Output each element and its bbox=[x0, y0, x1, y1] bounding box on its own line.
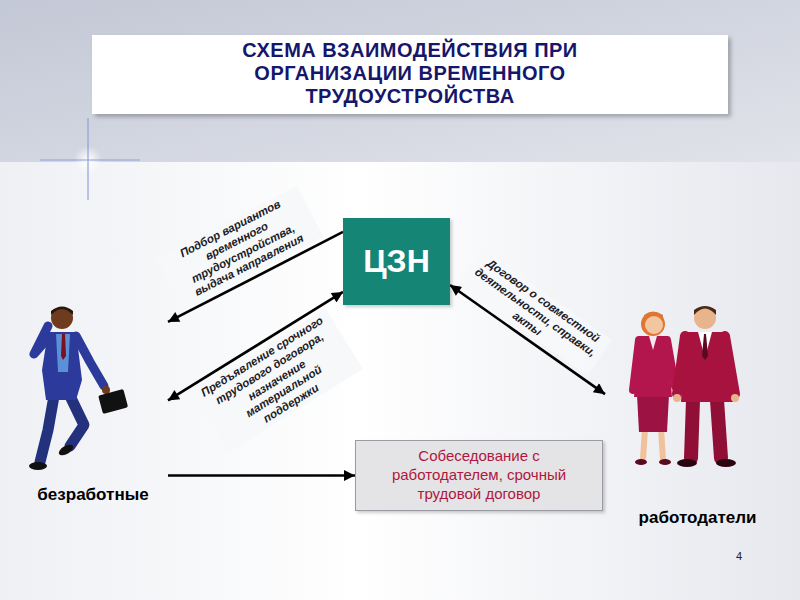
page-number: 4 bbox=[736, 550, 742, 562]
lower-ground bbox=[0, 162, 800, 600]
connector-arrow bbox=[450, 285, 605, 394]
node-text: безработные bbox=[37, 485, 148, 505]
process-box: Собеседование с работодателем, срочный т… bbox=[355, 440, 603, 511]
unemployed-figure bbox=[29, 307, 128, 471]
top-band bbox=[0, 0, 800, 162]
node-text: работодатели bbox=[639, 508, 757, 528]
connector-arrow bbox=[168, 292, 343, 401]
connector-label: Подбор вариантов временного трудоустройс… bbox=[157, 186, 324, 309]
actor-group: работодатели bbox=[605, 300, 790, 528]
actor-group: безработные bbox=[18, 300, 168, 505]
node-text: Собеседование с работодателем, срочный т… bbox=[366, 447, 592, 503]
node-text: ЦЗН bbox=[363, 244, 430, 279]
connector-label: Договор о совместной деятельности, справ… bbox=[458, 249, 612, 375]
service-box: ЦЗН bbox=[343, 218, 450, 305]
connector-arrow bbox=[168, 474, 355, 477]
connector-label: Предъявление срочного трудового договора… bbox=[191, 309, 363, 453]
sparkle bbox=[40, 118, 140, 200]
slide-title: СХЕМА ВЗАИМОДЕЙСТВИЯ ПРИ ОРГАНИЗАЦИИ ВРЕ… bbox=[180, 39, 640, 108]
title-panel: СХЕМА ВЗАИМОДЕЙСТВИЯ ПРИ ОРГАНИЗАЦИИ ВРЕ… bbox=[92, 35, 728, 114]
employers-figure bbox=[633, 306, 739, 467]
